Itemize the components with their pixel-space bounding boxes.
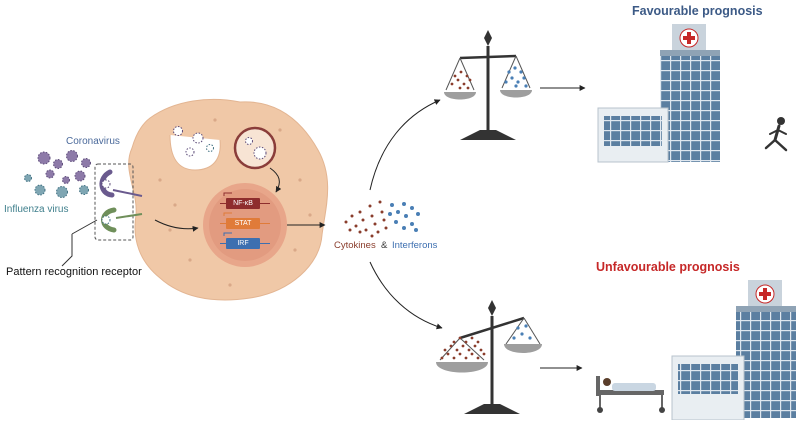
hospital-unfavourable-icon <box>671 280 796 421</box>
gene-stat-icon <box>220 212 270 229</box>
cytokine-spray-icon <box>344 200 388 238</box>
gene-nfkb-label: NF-κB <box>233 200 253 207</box>
balance-scale-unfavourable-icon <box>436 300 542 414</box>
coronavirus-cluster-icon <box>37 150 91 184</box>
receptor-leader-line <box>61 234 73 267</box>
endosome-arrow-icon <box>269 167 282 193</box>
coronavirus-label: Coronavirus <box>66 136 120 147</box>
ampersand-label: & <box>381 240 388 251</box>
interferons-label: Interferons <box>392 240 438 251</box>
receptor-leader-line-2 <box>71 219 98 235</box>
endosome-icon <box>233 126 277 170</box>
arrow-to-favourable-icon <box>369 99 441 191</box>
balance-scale-favourable-icon <box>444 30 532 140</box>
influenza-virus-cluster-icon <box>24 174 89 198</box>
hospital-bed-icon <box>596 376 665 413</box>
endocytosis-pocket-icon <box>169 126 221 171</box>
receptor-lower-icon <box>101 207 143 233</box>
unfavourable-prognosis-title: Unfavourable prognosis <box>596 260 740 274</box>
receptor-upper-icon <box>99 169 143 198</box>
gene-stat-label: STAT <box>234 220 252 227</box>
arrow-to-unfavourable-icon <box>369 261 443 330</box>
runner-icon <box>764 117 788 152</box>
receptor-box <box>94 163 134 241</box>
gene-nfkb-icon <box>220 192 270 209</box>
gene-irf-icon <box>220 232 270 249</box>
receptor-to-nucleus-arrow-icon <box>154 219 199 232</box>
favourable-prognosis-title: Favourable prognosis <box>632 4 763 18</box>
hospital-favourable-icon <box>597 24 720 163</box>
pattern-recognition-receptor-label: Pattern recognition receptor <box>6 266 142 278</box>
gene-irf-label: IRF <box>237 240 249 247</box>
influenza-virus-label: Influenza virus <box>4 204 69 215</box>
cytokines-label: Cytokines <box>334 240 376 251</box>
interferon-spray-icon <box>388 202 420 232</box>
